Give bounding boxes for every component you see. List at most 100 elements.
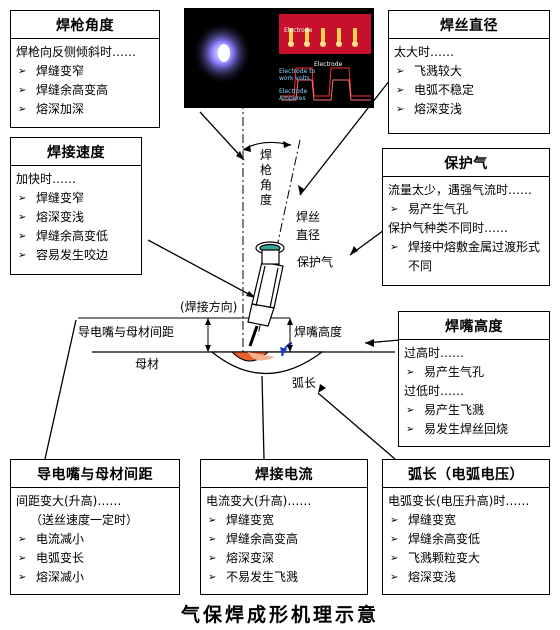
- label-arc-length: 弧长: [292, 376, 317, 390]
- list-item: ➢熔深变浅: [16, 208, 136, 227]
- photo-graphics: [184, 8, 374, 108]
- shielding-gas-box: 保护气 流量太少，遇强气流时…… ➢易产生气孔 保护气种类不同时…… ➢焊接中熔…: [382, 148, 550, 286]
- shielding-gas-lead-2: 保护气种类不同时……: [388, 221, 509, 235]
- weld-bead: [210, 351, 324, 375]
- label-shield-gas: 保护气: [297, 255, 334, 269]
- torch-angle-title: 焊枪角度: [11, 11, 159, 39]
- list-item: ➢熔深变深: [206, 549, 362, 568]
- welding-photo: Electrode Electrode Electrode to work vo…: [184, 8, 374, 108]
- arrow-bullet-icon: ➢: [390, 515, 399, 526]
- arrow-bullet-icon: ➢: [406, 367, 415, 378]
- arc-length-box: 弧长（电弧电压） 电弧变长(电压升高)时…… ➢焊缝变宽 ➢焊缝余高变低 ➢飞溅…: [382, 459, 550, 595]
- arrow-bullet-icon: ➢: [18, 572, 27, 583]
- arrow-bullet-icon: ➢: [208, 572, 217, 583]
- label-tip-distance: 导电嘴与母材间距: [78, 325, 175, 339]
- list-item: ➢熔深加深: [16, 100, 154, 119]
- list-item: ➢焊缝余高变高: [206, 530, 362, 549]
- tip-distance-box: 导电嘴与母材间距 间距变大(升高)…… （送丝速度一定时） ➢电流减小 ➢电弧变…: [10, 459, 180, 595]
- leader-arrowheads: [236, 151, 374, 393]
- photo-label-amperes: Electrode Amperes: [279, 88, 308, 102]
- label-base-metal: 母材: [135, 357, 160, 371]
- list-item: ➢焊缝余高变低: [16, 227, 136, 246]
- welding-speed-lead: 加快时……: [16, 172, 77, 186]
- arrow-bullet-icon: ➢: [18, 534, 27, 545]
- photo-label-work-volts: Electrode to work volts: [279, 68, 316, 82]
- arrow-bullet-icon: ➢: [18, 104, 27, 115]
- label-torch-angle: 焊枪角度: [259, 148, 272, 207]
- arrow-bullet-icon: ➢: [18, 553, 27, 564]
- list-item: ➢焊缝余高变低: [388, 530, 544, 549]
- arrow-bullet-icon: ➢: [18, 250, 27, 261]
- list-item: ➢焊缝变宽: [388, 511, 544, 530]
- wire-diameter-title: 焊丝直径: [389, 11, 549, 39]
- label-wire: 焊丝直径: [296, 208, 324, 244]
- list-item: ➢焊缝变窄: [16, 62, 154, 81]
- list-item: ➢熔深变浅: [388, 568, 544, 587]
- label-wire-diameter: 焊丝直径: [296, 210, 321, 242]
- list-item: ➢飞溅较大: [394, 62, 544, 81]
- wire-diameter-box: 焊丝直径 太大时…… ➢飞溅较大 ➢电弧不稳定 ➢熔深变浅: [388, 10, 550, 134]
- arc-length-lead: 电弧变长(电压升高)时……: [388, 494, 530, 508]
- list-item: ➢熔深变浅: [394, 100, 544, 119]
- list-item: ➢电弧不稳定: [394, 81, 544, 100]
- list-item: ➢不易发生飞溅: [206, 568, 362, 587]
- arrow-bullet-icon: ➢: [390, 534, 399, 545]
- arrow-bullet-icon: ➢: [390, 553, 399, 564]
- welding-current-title: 焊接电流: [201, 460, 367, 488]
- tip-distance-sub: （送丝速度一定时）: [30, 513, 139, 527]
- list-item: ➢焊缝变宽: [206, 511, 362, 530]
- arrow-bullet-icon: ➢: [390, 572, 399, 583]
- welding-current-lead: 电流变大(升高)……: [206, 494, 312, 508]
- list-item: ➢焊缝余高变高: [16, 81, 154, 100]
- label-direction: (焊接方向): [180, 300, 238, 314]
- list-item: ➢熔深减小: [16, 568, 174, 587]
- arrow-bullet-icon: ➢: [406, 405, 415, 416]
- arrow-bullet-icon: ➢: [208, 515, 217, 526]
- list-item: ➢焊缝变窄: [16, 189, 136, 208]
- torch: [247, 241, 285, 347]
- arrow-bullet-icon: ➢: [406, 424, 415, 435]
- photo-label-electrode-2: Electrode: [314, 61, 343, 68]
- torch-angle-box: 焊枪角度 焊枪向反侧倾斜时…… ➢焊缝变窄 ➢焊缝余高变高 ➢熔深加深: [10, 10, 160, 128]
- waveform: [281, 67, 371, 101]
- list-item: ➢飞溅颗粒变大: [388, 549, 544, 568]
- list-item: ➢易产生气孔: [388, 200, 544, 219]
- list-item: ➢容易发生咬边: [16, 246, 136, 265]
- list-item: ➢电流减小: [16, 530, 174, 549]
- arc-length-title: 弧长（电弧电压）: [383, 460, 549, 488]
- arrow-bullet-icon: ➢: [18, 66, 27, 77]
- list-item: ➢焊接中熔敷金属过渡形式不同: [390, 240, 541, 273]
- arrow-bullet-icon: ➢: [396, 85, 405, 96]
- arrow-bullet-icon: ➢: [18, 212, 27, 223]
- list-item: ➢易发生焊丝回烧: [404, 420, 544, 439]
- torch-angle-lead: 焊枪向反侧倾斜时……: [16, 45, 137, 59]
- tip-distance-lead: 间距变大(升高)……: [16, 494, 122, 508]
- shielding-gas-lead-1: 流量太少，遇强气流时……: [388, 183, 533, 197]
- list-item: ➢易产生飞溅: [404, 401, 544, 420]
- welding-speed-box: 焊接速度 加快时…… ➢焊缝变窄 ➢熔深变浅 ➢焊缝余高变低 ➢容易发生咬边: [10, 137, 142, 275]
- arrow-bullet-icon: ➢: [396, 66, 405, 77]
- shielding-gas-title: 保护气: [383, 149, 549, 177]
- arrow-bullet-icon: ➢: [208, 553, 217, 564]
- tip-distance-title: 导电嘴与母材间距: [11, 460, 179, 488]
- arrow-bullet-icon: ➢: [18, 231, 27, 242]
- welding-speed-title: 焊接速度: [11, 138, 141, 166]
- nozzle-height-title: 焊嘴高度: [399, 312, 549, 340]
- arrow-bullet-icon: ➢: [390, 242, 399, 253]
- arrow-bullet-icon: ➢: [18, 193, 27, 204]
- arrow-bullet-icon: ➢: [208, 534, 217, 545]
- wire-diameter-lead: 太大时……: [394, 45, 455, 59]
- list-item: ➢易产生气孔: [404, 363, 544, 382]
- arrow-bullet-icon: ➢: [18, 85, 27, 96]
- nozzle-height-box: 焊嘴高度 过高时…… ➢易产生气孔 过低时…… ➢易产生飞溅 ➢易发生焊丝回烧: [398, 311, 550, 447]
- nozzle-height-lead-1: 过高时……: [404, 346, 465, 360]
- list-item: ➢电弧变长: [16, 549, 174, 568]
- arrow-bullet-icon: ➢: [396, 104, 405, 115]
- label-nozzle-height: 焊嘴高度: [294, 325, 343, 339]
- diagram-caption: 气保焊成形机理示意: [180, 604, 379, 626]
- photo-label-electrode: Electrode: [284, 27, 313, 34]
- nozzle-height-lead-2: 过低时……: [404, 384, 465, 398]
- welding-current-box: 焊接电流 电流变大(升高)…… ➢焊缝变宽 ➢焊缝余高变高 ➢熔深变深 ➢不易发…: [200, 459, 368, 595]
- arrow-bullet-icon: ➢: [390, 204, 399, 215]
